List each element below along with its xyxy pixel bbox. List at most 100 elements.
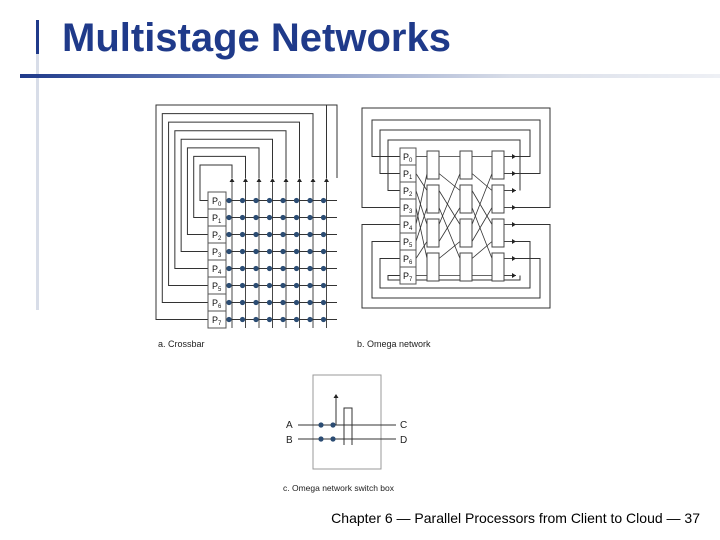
crossbar-switch-point	[293, 231, 300, 238]
crossbar-caption: a. Crossbar	[158, 339, 205, 349]
crossbar-processor-label: P7	[212, 315, 222, 327]
crossbar-switch-point	[239, 248, 246, 255]
crossbar-frame-line	[156, 104, 338, 178]
omega-processor-label: P7	[403, 271, 413, 283]
crossbar-column-arrow	[256, 178, 262, 182]
crossbar-switch-point	[280, 197, 286, 204]
omega-switch-box	[426, 252, 440, 282]
crossbar-switch-point	[320, 214, 327, 221]
crossbar-switch-point	[266, 231, 273, 238]
omega-feedback-loop	[371, 241, 541, 299]
omega-shuffle-wire	[415, 190, 428, 225]
crossbar-switch-point	[307, 282, 313, 289]
omega-switches	[426, 150, 505, 282]
crossbar-switch-point	[253, 214, 259, 221]
crossbar-switch-point	[266, 265, 273, 272]
switch-output-c: C	[400, 420, 407, 431]
crossbar-feedback-loop	[199, 164, 233, 201]
crossbar-column-arrow	[270, 178, 275, 182]
omega-output-arrow	[512, 205, 516, 210]
crossbar-switch-point	[307, 299, 313, 306]
crossbar-switch-point	[293, 316, 300, 323]
omega-shuffle-wire	[415, 173, 428, 225]
crossbar-switch-point	[239, 282, 246, 289]
switch-box-wires	[298, 394, 396, 445]
crossbar-switch-point	[320, 231, 327, 238]
crossbar-switch-point	[266, 316, 273, 323]
crossbar-switch-point	[293, 299, 300, 306]
crossbar-switch-point	[266, 214, 273, 221]
switch-point	[318, 422, 324, 428]
omega-wires	[361, 107, 551, 309]
crossbar-switch-point	[239, 197, 246, 204]
omega-feedback-loop	[379, 241, 531, 289]
slide-footer: Chapter 6 — Parallel Processors from Cli…	[331, 510, 700, 526]
crossbar-switch-point	[253, 197, 259, 204]
crossbar-column-arrow	[297, 178, 302, 182]
crossbar-switch-point	[253, 316, 259, 323]
omega-switch-box-diagram: A B C D c. Omega network switch box	[283, 374, 407, 493]
crossbar-feedback-loop	[174, 130, 287, 269]
switch-input-b: B	[286, 435, 293, 446]
crossbar-switch-point	[239, 231, 246, 238]
omega-shuffle-wire	[438, 173, 461, 191]
crossbar-switch-point	[293, 282, 300, 289]
crossbar-processor-label: P2	[212, 230, 222, 242]
crossbar-switch-point	[226, 231, 232, 238]
crossbar-processor-label: P5	[212, 281, 222, 293]
crossbar-switch-point	[293, 248, 300, 255]
crossbar-switch-point	[266, 299, 273, 306]
omega-shuffle-wire	[471, 241, 493, 259]
omega-shuffle-wire	[415, 173, 428, 191]
crossbar-switch-point	[253, 265, 259, 272]
omega-processor-label: P6	[403, 254, 413, 266]
crossbar-feedback-loop	[161, 113, 314, 303]
omega-output-arrow	[512, 171, 516, 176]
crossbar-column-arrow	[324, 178, 329, 182]
crossbar-switch-point	[253, 231, 259, 238]
omega-output-arrow	[512, 273, 516, 278]
crossbar-switch-point	[226, 265, 232, 272]
switch-point	[330, 422, 336, 428]
crossbar-feedback-loop	[186, 147, 260, 235]
crossbar-processor-label: P4	[212, 264, 222, 276]
decorative-vertical-bar	[36, 20, 39, 310]
omega-switch-box	[491, 252, 505, 282]
switch-control-arrow	[333, 394, 339, 398]
crossbar-switch-point	[320, 248, 327, 255]
omega-switch-box	[491, 184, 505, 214]
crossbar-switch-point	[239, 214, 246, 221]
crossbar-switch-point	[239, 299, 246, 306]
crossbar-switch-point	[280, 316, 286, 323]
crossbar-switch-point	[226, 282, 232, 289]
crossbar-switch-point	[226, 248, 232, 255]
crossbar-column-arrow	[243, 178, 248, 182]
crossbar-switch-point	[226, 299, 232, 306]
crossbar-switch-point	[280, 214, 286, 221]
crossbar-processor-label: P1	[212, 213, 222, 225]
crossbar-switch-point	[239, 265, 246, 272]
omega-shuffle-wire	[415, 241, 428, 259]
omega-caption: b. Omega network	[357, 339, 431, 349]
omega-processor-label: P4	[403, 220, 413, 232]
crossbar-feedback-loop	[180, 138, 273, 252]
crossbar-processor-label: P0	[212, 196, 222, 208]
omega-switch-box	[426, 150, 440, 180]
omega-switch-box	[426, 184, 440, 214]
crossbar-switch-point	[293, 265, 300, 272]
omega-switch-box	[459, 218, 473, 248]
omega-shuffle-wire	[438, 173, 461, 225]
crossbar-switch-point	[280, 248, 286, 255]
crossbar-switch-point	[307, 231, 313, 238]
crossbar-switch-point	[266, 248, 273, 255]
crossbar-switch-point	[307, 265, 313, 272]
omega-shuffle-wire	[471, 207, 493, 259]
crossbar-column-arrow	[229, 178, 235, 182]
omega-shuffle-wire	[438, 241, 461, 259]
crossbar-switch-point	[320, 282, 327, 289]
crossbar-switch-point	[280, 282, 286, 289]
